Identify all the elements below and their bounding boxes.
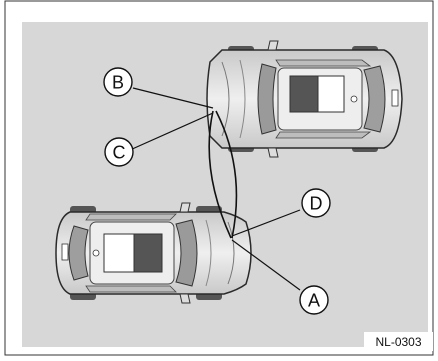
clearance-arcs [208, 110, 238, 239]
callout-b-label: B [112, 73, 124, 93]
leader-lines [129, 87, 301, 291]
callout-a-label: A [308, 291, 320, 311]
parked-car-top [206, 40, 403, 158]
callout-d-label: D [310, 194, 323, 214]
callout-b: B [103, 67, 133, 97]
callout-a: A [299, 285, 329, 315]
callout-c: C [104, 137, 134, 167]
callout-c-label: C [113, 143, 126, 163]
figure-id-label: NL-0303 [375, 335, 421, 349]
callout-d: D [301, 188, 331, 218]
turning-car-bottom [55, 202, 252, 304]
figure-id-box: NL-0303 [364, 332, 433, 351]
